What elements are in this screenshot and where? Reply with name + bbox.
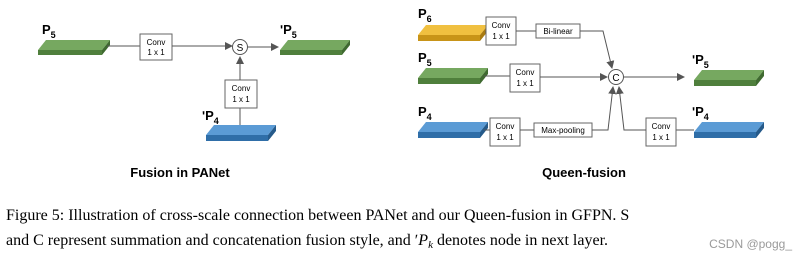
caption-line-2: and C represent summation and concatenat… <box>6 232 608 251</box>
panet-p4-feature-map <box>206 125 276 141</box>
queen-conv-p5-line2: 1 x 1 <box>516 79 534 88</box>
queen-p6-label: P6 <box>418 6 432 24</box>
watermark: CSDN @pogg_ <box>709 237 792 251</box>
queen-conv-p6-line1: Conv <box>492 21 511 30</box>
panet-conv-side-box <box>224 79 258 109</box>
panet-title: Fusion in PANet <box>130 165 230 180</box>
panet-out-p5-label: ʹP5 <box>280 22 297 40</box>
queen-fusion-title: Queen-fusion <box>542 165 626 180</box>
queen-out-p5-feature-map <box>694 70 764 86</box>
queen-conv-p5-line1: Conv <box>516 68 535 77</box>
queen-edge-bilinear-concat <box>580 30 615 69</box>
queen-p4-label: P4 <box>418 104 432 122</box>
queen-conv-out4-line1: Conv <box>652 122 671 131</box>
panet-sum-node <box>232 39 248 55</box>
panet-conv-side-line1: Conv <box>232 84 251 93</box>
queen-conv-p6-box <box>485 16 517 46</box>
queen-conv-p4-box <box>489 117 521 147</box>
panet-diagram: P5 Conv 1 x 1 S ʹP5 Conv 1 x 1 <box>38 22 350 180</box>
queen-concat-node <box>608 69 624 85</box>
panet-p5-label: P5 <box>42 22 56 40</box>
queen-edge-maxpool-concat <box>592 86 617 131</box>
queen-fusion-diagram: P6 Conv 1 x 1 Bi-linear P5 Conv 1 x 1 C <box>418 6 764 180</box>
queen-conv-out4-box <box>645 117 677 147</box>
queen-concat-symbol: C <box>612 73 619 84</box>
queen-edge-conv-out4-concat <box>615 86 646 131</box>
queen-p4-feature-map <box>418 122 488 138</box>
panet-p5-feature-map <box>38 40 110 55</box>
queen-out-p4-label: ʹP4 <box>692 104 709 122</box>
queen-bilinear-label: Bi-linear <box>543 27 573 36</box>
panet-out-p5-feature-map <box>280 40 350 55</box>
panet-p4-label: ʹP4 <box>202 108 219 126</box>
panet-conv-top-line1: Conv <box>147 38 166 47</box>
queen-conv-out4-line2: 1 x 1 <box>652 133 670 142</box>
queen-out-p5-label: ʹP5 <box>692 52 709 70</box>
queen-p5-feature-map <box>418 68 488 84</box>
queen-maxpool-label: Max-pooling <box>541 126 585 135</box>
panet-conv-top-box <box>139 33 173 61</box>
panet-sum-symbol: S <box>237 43 244 54</box>
caption-line-1: Figure 5: Illustration of cross-scale co… <box>6 207 629 224</box>
queen-conv-p4-line2: 1 x 1 <box>496 133 514 142</box>
panet-conv-side-line2: 1 x 1 <box>232 95 250 104</box>
queen-conv-p4-line1: Conv <box>496 122 515 131</box>
queen-out-p4-feature-map <box>694 122 764 138</box>
queen-conv-p6-line2: 1 x 1 <box>492 32 510 41</box>
panet-conv-top-line2: 1 x 1 <box>147 48 165 57</box>
queen-p6-feature-map <box>418 25 488 41</box>
queen-conv-p5-box <box>509 63 541 93</box>
queen-p5-label: P5 <box>418 50 432 68</box>
